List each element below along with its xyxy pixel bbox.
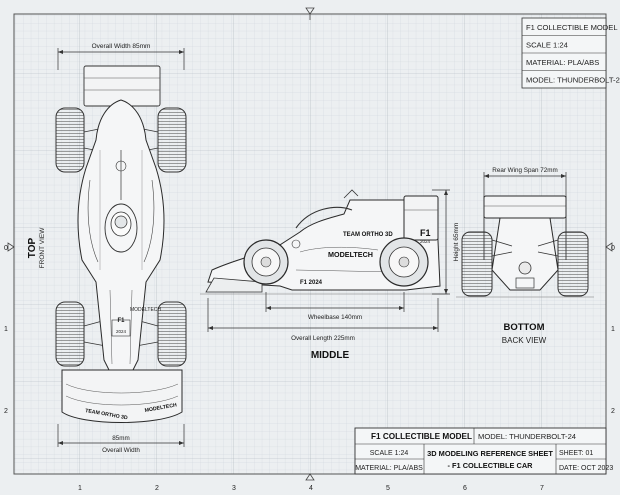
top-view-car: Overall Width 85mm [55, 43, 187, 447]
dim-wheelbase: Wheelbase 140mm [308, 314, 362, 321]
side-team-label: TEAM ORTHO 3D [343, 232, 393, 238]
ruler-label: 7 [540, 485, 544, 492]
top-sponsor: MODELTECH [130, 307, 161, 313]
block-material: MATERIAL: PLA/ABS [355, 465, 423, 472]
title-block-row: MATERIAL: PLA/ABS [526, 58, 599, 67]
title-block-top: F1 COLLECTIBLE MODEL SCALE 1:24 MATERIAL… [521, 17, 620, 89]
bottom-center-mark [305, 473, 315, 481]
dim-overall-width-bottom: Overall Width [102, 447, 140, 454]
title-block-row: F1 COLLECTIBLE MODEL [526, 23, 618, 32]
top-center-mark [305, 7, 315, 20]
bottom-ruler: 1 2 3 4 5 6 7 [78, 485, 544, 492]
side-sponsor-label: MODELTECH [328, 250, 373, 259]
ruler-label: 0 [611, 245, 615, 252]
dim-height: Height 65mm [453, 223, 460, 262]
side-view-car [200, 189, 450, 332]
ruler-label: 3 [232, 485, 236, 492]
block-model-title: F1 COLLECTIBLE MODEL [371, 432, 472, 441]
left-ruler: 0 1 2 [4, 245, 8, 415]
view-title-bottom: BOTTOM [504, 322, 545, 333]
ruler-label: 1 [611, 326, 615, 333]
left-center-mark [7, 242, 15, 252]
front-wing-sponsor: MODELTECH [144, 402, 177, 414]
dim-rear-wing-span: Rear Wing Span 72mm [492, 167, 557, 174]
top-badge-year: 2024 [116, 329, 127, 334]
block-model-name: MODEL: THUNDERBOLT-24 [478, 432, 576, 441]
view-subtitle-top: FRONT VIEW [39, 227, 46, 269]
top-badge-number: F1 [117, 318, 125, 324]
block-scale: SCALE 1:24 [370, 450, 409, 457]
view-title-top: TOP [27, 237, 38, 258]
side-year-badge: 2024 [420, 239, 431, 244]
ruler-label: 2 [611, 408, 615, 415]
right-ruler: 0 1 2 [611, 245, 615, 415]
block-sheet-title-line1: 3D MODELING REFERENCE SHEET [427, 449, 553, 458]
back-view-car [456, 172, 594, 298]
ruler-label: 6 [463, 485, 467, 492]
ruler-label: 1 [78, 485, 82, 492]
block-sheet-number: SHEET: 01 [559, 450, 593, 457]
ruler-label: 2 [4, 408, 8, 415]
dim-overall-width-top: Overall Width 85mm [92, 43, 151, 50]
view-subtitle-bottom: BACK VIEW [502, 336, 547, 345]
side-number-badge: F1 [420, 228, 431, 238]
view-title-middle: MIDDLE [311, 350, 350, 361]
ruler-label: 0 [4, 245, 8, 252]
ruler-label: 1 [4, 326, 8, 333]
title-block-row: SCALE 1:24 [526, 41, 568, 50]
title-block-row: MODEL: THUNDERBOLT-24 [526, 76, 620, 85]
title-block-bottom: F1 COLLECTIBLE MODEL MODEL: THUNDERBOLT-… [354, 427, 613, 475]
dim-width-value: 85mm [112, 435, 130, 442]
ruler-label: 5 [386, 485, 390, 492]
block-date: DATE: OCT 2023 [559, 465, 613, 472]
ruler-label: 2 [155, 485, 159, 492]
ruler-label: 4 [309, 485, 313, 492]
side-tag-label: F1 2024 [300, 280, 323, 286]
right-center-mark [605, 242, 613, 252]
dim-overall-length: Overall Length 225mm [291, 335, 355, 342]
block-sheet-title-line2: - F1 COLLECTIBLE CAR [448, 461, 534, 470]
